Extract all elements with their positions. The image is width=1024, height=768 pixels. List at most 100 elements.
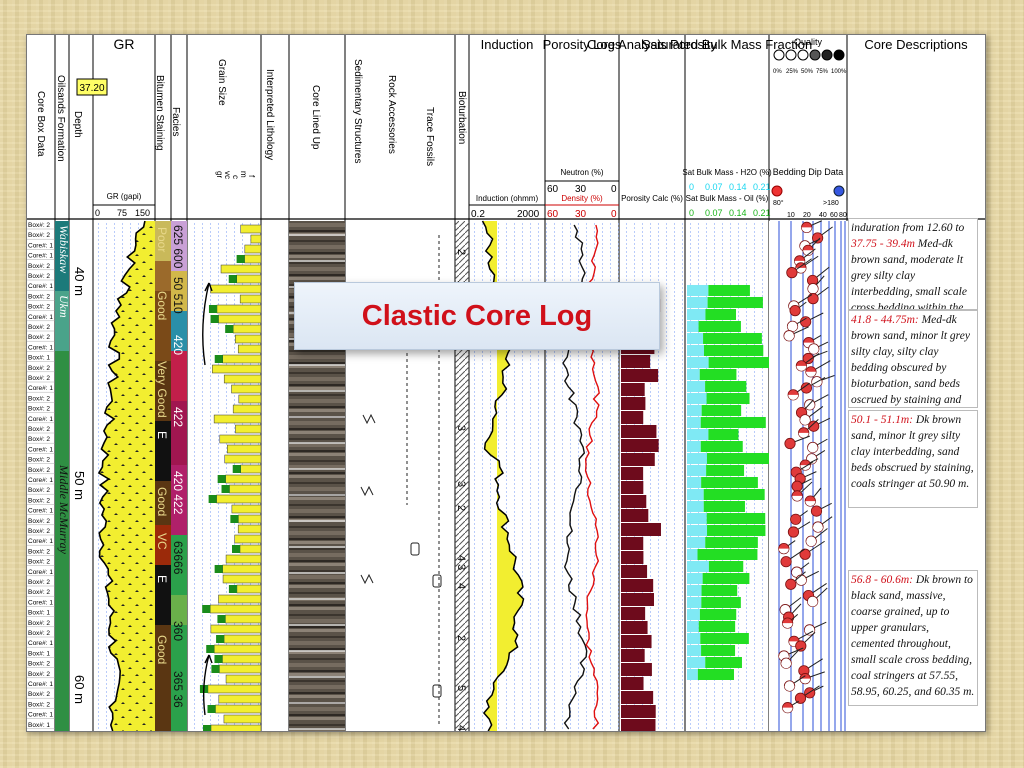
box-label: Box#: 2	[28, 497, 50, 504]
dip-point	[783, 326, 809, 342]
grain-bar-mud	[228, 585, 237, 593]
sat-h2o-bar	[687, 573, 703, 584]
header-core-box-data: Core Box Data	[35, 91, 46, 157]
box-label: Box#: 2	[28, 589, 50, 596]
dip-point	[787, 382, 810, 401]
grain-scale-c: c	[231, 175, 240, 179]
porosity-bar	[621, 677, 644, 690]
bioturbation-value: 4	[455, 583, 467, 589]
structure-symbol-2	[362, 413, 376, 425]
sat-h2o-bar	[687, 465, 707, 476]
box-label: Box#: 2	[28, 406, 50, 413]
sat-h2o-bar	[687, 669, 698, 680]
stain-e-1: E	[155, 431, 169, 439]
sat-oil-bar	[701, 585, 738, 596]
box-label: Box#: 2	[28, 375, 50, 382]
grain-bar	[235, 424, 262, 434]
grain-scale-gr: gr	[215, 171, 224, 178]
gr-scale-2: 150	[135, 208, 150, 218]
neutron-unit: Neutron (%)	[560, 168, 603, 177]
bedding-60: 60	[830, 212, 838, 219]
box-label: Core#: 1	[28, 446, 53, 453]
sat-h2o-bar	[687, 477, 702, 488]
box-label: Box#: 2	[28, 426, 50, 433]
facies-column: 625 600 50 510 420 422 420 422 63666 360…	[171, 221, 187, 731]
sat-oil-bar	[706, 393, 750, 404]
grain-bar-mud	[221, 485, 230, 493]
structure-symbol-3	[360, 485, 374, 497]
gr-curve	[97, 220, 146, 731]
grain-bar	[222, 564, 262, 574]
accessory-box-1	[410, 542, 420, 556]
page-title: Clastic Core Log	[361, 299, 593, 332]
grain-bar	[240, 464, 262, 474]
sat-h2o-bar	[687, 405, 702, 416]
h2o-scale-0: 0	[689, 182, 694, 192]
grain-bar	[250, 234, 262, 244]
grain-bar	[218, 314, 262, 324]
grain-bar	[212, 364, 262, 374]
header-saturated-bulk-mass: Saturated Bulk Mass Fraction	[642, 37, 813, 52]
neutron-scale-30: 30	[575, 184, 587, 195]
description-1-range: 37.75 - 39.4m	[851, 238, 915, 250]
grain-bar-mud	[217, 615, 226, 623]
header-quality: Quality	[794, 37, 823, 47]
dip-point	[804, 487, 822, 507]
grain-bar	[222, 574, 262, 584]
dip-point	[805, 528, 828, 547]
grain-scale-m: m	[239, 171, 248, 178]
grain-bar	[239, 294, 262, 304]
dip-point	[799, 406, 824, 426]
sat-h2o-bar	[687, 561, 709, 572]
grain-bar	[220, 264, 262, 274]
porosity-bar	[621, 481, 644, 494]
grain-bar-mud	[208, 495, 217, 503]
sat-oil-bar	[701, 597, 741, 608]
box-label: Core#: 1	[28, 508, 53, 515]
grain-bar	[210, 724, 262, 731]
density-scale-0: 0	[611, 209, 617, 220]
box-label: Core#: 1	[28, 477, 53, 484]
core-log-svg: Core Box Data Oilsands Formation Depth G…	[27, 35, 985, 731]
fining-arrows	[202, 282, 213, 716]
sat-h2o-bar	[687, 585, 702, 596]
dip-point	[799, 540, 825, 560]
porosity-calc-unit: Porosity Calc (%)	[621, 194, 683, 203]
header-trace-fossils: Trace Fossils	[424, 107, 435, 166]
dip-point	[795, 353, 820, 372]
porosity-bar	[621, 705, 656, 718]
bioturbation-value: 2	[455, 505, 467, 511]
header-core-lined-up: Core Lined Up	[310, 85, 321, 150]
grain-bar	[240, 224, 262, 234]
depth-mark-50: 50 m	[72, 471, 87, 500]
porosity-bar	[621, 355, 651, 368]
stain-e-2: E	[155, 575, 169, 583]
sat-h2o-bar	[687, 501, 704, 512]
grain-bar	[238, 394, 262, 404]
sat-h2o-bar	[687, 633, 701, 644]
sat-oil-bar	[703, 345, 764, 356]
sat-h2o-bar	[687, 417, 701, 428]
dip-point	[786, 258, 812, 279]
porosity-bar	[621, 369, 659, 382]
dip-points	[778, 220, 835, 714]
sat-oil-bar	[701, 645, 736, 656]
grain-bar	[236, 584, 262, 594]
grain-bar	[213, 644, 262, 654]
grain-bar	[215, 704, 262, 714]
sat-oil-bar	[699, 369, 737, 380]
box-labels: Box#: 2 Box#: 2 Core#: 1 Core#: 1 Box#: 2 Box…	[27, 222, 55, 729]
formation-middle-mcmurray: Middle McMurray	[57, 464, 71, 555]
description-3-range: 50.1 - 51.1m:	[851, 414, 913, 426]
grain-bar-mud	[214, 355, 223, 363]
grain-bar-mud	[202, 605, 211, 613]
bedding-80b: 80	[839, 212, 847, 219]
grain-bar	[231, 504, 262, 514]
box-label: Box#: 2	[28, 222, 50, 229]
h2o-scale-2: 0.14	[729, 182, 747, 192]
density-unit: Density (%)	[561, 194, 603, 203]
sat-h2o-bar	[687, 333, 704, 344]
facies-420: 420	[171, 335, 185, 355]
box-label: Box#: 1	[28, 722, 50, 729]
dip-point	[791, 481, 813, 502]
